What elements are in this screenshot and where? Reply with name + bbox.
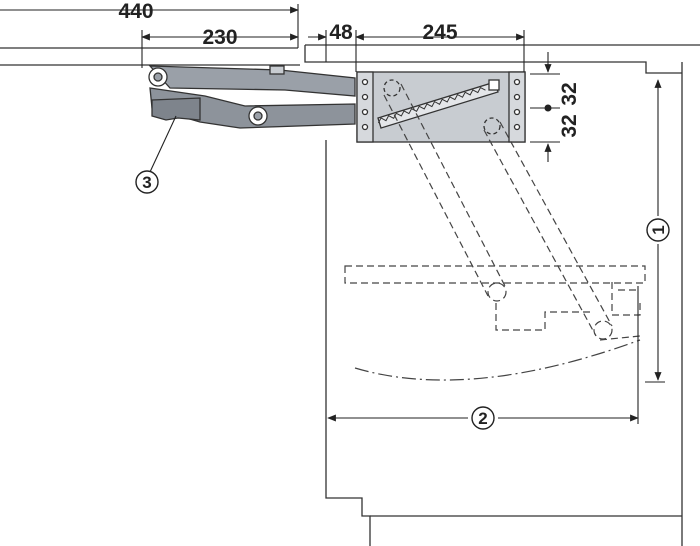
dim-overall-depth: 440 (118, 0, 153, 23)
svg-text:1: 1 (649, 225, 668, 234)
svg-text:2: 2 (478, 409, 487, 428)
mechanism-housing (356, 71, 526, 143)
dim-hole-spacing-1: 32 (558, 82, 581, 105)
dim-hole-spacing-2: 32 (558, 114, 581, 137)
lever-arm-assembly (148, 65, 356, 129)
swing-arc (354, 339, 641, 381)
dim-mechanism-width: 245 (422, 21, 457, 44)
arms-open-position (383, 83, 613, 340)
marker-cabinet-width: 2 (468, 406, 498, 430)
dimension-lines (0, 4, 665, 424)
cabinet-body (325, 62, 683, 546)
dim-offset: 48 (329, 21, 353, 44)
marker-arm-grip: 3 (135, 170, 159, 194)
marker-lift-height: 1 (646, 216, 670, 244)
svg-text:3: 3 (142, 173, 151, 192)
hole-spacing-dot (544, 104, 552, 112)
lid-panel (0, 44, 700, 74)
dim-arm-length: 230 (202, 26, 237, 49)
lid-open-position (344, 265, 646, 341)
